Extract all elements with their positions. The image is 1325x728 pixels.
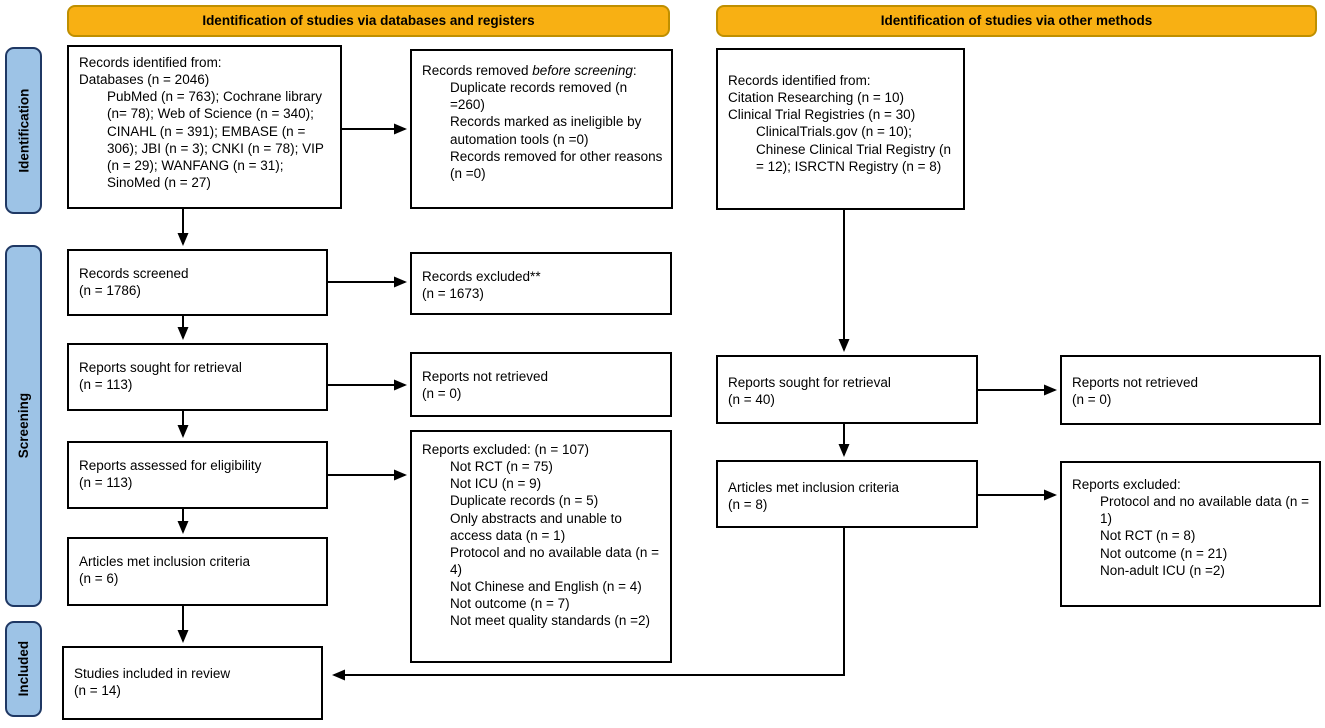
reports-not-retrieved-other-count: (n = 0) [1072,392,1112,408]
records-excluded-label: Records excluded** [422,269,541,284]
reports-not-retrieved-label: Reports not retrieved [422,369,549,384]
reports-excluded-item: Not Chinese and English (n = 4) [450,579,642,595]
records-removed-item: Records removed for other reasons (n =0) [450,148,663,181]
records-identified-other-detail: ClinicalTrials.gov (n = 10); Chinese Cli… [756,124,952,174]
records-removed-title-suffix: : [632,63,637,78]
studies-included-count: (n = 14) [74,683,121,699]
reports-not-retrieved-other-label: Reports not retrieved [1072,375,1199,390]
banner-other-methods: Identification of studies via other meth… [716,5,1317,37]
records-identified-other-line3: Clinical Trial Registries (n = 30) [728,107,916,123]
box-reports-not-retrieved-other: Reports not retrieved (n = 0) [1060,355,1321,425]
articles-met-inclusion-other-count: (n = 8) [728,497,768,513]
box-records-screened: Records screened (n = 1786) [67,249,328,316]
reports-sought-other-label: Reports sought for retrieval [728,375,891,390]
stage-identification: Identification [5,47,42,214]
records-identified-line2: Databases (n = 2046) [79,72,210,88]
records-removed-item: Duplicate records removed (n =260) [450,80,628,113]
reports-excluded-item: Not meet quality standards (n =2) [450,613,650,629]
reports-not-retrieved-count: (n = 0) [422,386,462,402]
box-reports-excluded: Reports excluded: (n = 107) Not RCT (n =… [410,430,672,663]
records-identified-detail: PubMed (n = 763); Cochrane library (n= 7… [107,89,324,190]
articles-met-inclusion-other-label: Articles met inclusion criteria [728,480,900,495]
records-screened-label: Records screened [79,266,189,281]
reports-excluded-item: Not outcome (n = 7) [450,596,570,612]
reports-excluded-other-item: Not RCT (n = 8) [1100,528,1196,544]
reports-excluded-title: Reports excluded: (n = 107) [422,442,589,457]
box-records-removed: Records removed before screening: Duplic… [410,49,673,209]
box-reports-not-retrieved: Reports not retrieved (n = 0) [410,352,672,417]
records-removed-item: Records marked as ineligible by automati… [450,114,642,147]
reports-excluded-item: Protocol and no available data (n = 4) [450,544,660,577]
reports-sought-label: Reports sought for retrieval [79,360,242,375]
reports-excluded-other-item: Not outcome (n = 21) [1100,545,1228,561]
records-screened-count: (n = 1786) [79,283,141,299]
reports-excluded-item: Not ICU (n = 9) [450,476,542,492]
box-reports-sought: Reports sought for retrieval (n = 113) [67,343,328,411]
reports-excluded-other-item: Non-adult ICU (n =2) [1100,562,1225,578]
records-identified-other-line2: Citation Researching (n = 10) [728,90,904,106]
box-articles-met-inclusion-other: Articles met inclusion criteria (n = 8) [716,460,978,528]
stage-included: Included [5,621,42,717]
reports-excluded-other-title: Reports excluded: [1072,477,1181,492]
box-records-excluded: Records excluded** (n = 1673) [410,252,672,315]
studies-included-label: Studies included in review [74,666,231,681]
banner-databases-registers: Identification of studies via databases … [67,5,670,37]
reports-assessed-label: Reports assessed for eligibility [79,458,262,473]
stage-screening-label: Screening [15,393,31,459]
reports-excluded-item: Only abstracts and unable to access data… [450,510,622,543]
banner-databases-registers-label: Identification of studies via databases … [202,13,535,29]
stage-identification-label: Identification [15,88,31,173]
box-reports-assessed: Reports assessed for eligibility (n = 11… [67,441,328,509]
reports-sought-other-count: (n = 40) [728,392,775,408]
records-removed-title-prefix: Records removed [422,63,533,78]
records-removed-title: Records removed before screening: [422,62,665,79]
records-identified-line1: Records identified from: [79,55,222,70]
box-studies-included: Studies included in review (n = 14) [62,646,323,720]
stage-included-label: Included [15,641,31,697]
reports-excluded-item: Not RCT (n = 75) [450,459,553,475]
banner-other-methods-label: Identification of studies via other meth… [880,13,1153,29]
articles-met-inclusion-label: Articles met inclusion criteria [79,554,251,569]
reports-excluded-item: Duplicate records (n = 5) [450,493,599,509]
records-removed-title-italic: before screening [532,63,633,78]
records-excluded-count: (n = 1673) [422,286,484,302]
arrow-other-inclusion-to-included-elbow [332,528,845,681]
box-records-identified-databases: Records identified from: Databases (n = … [67,45,342,209]
stage-screening: Screening [5,245,42,607]
box-records-identified-other: Records identified from: Citation Resear… [716,48,965,210]
reports-assessed-count: (n = 113) [79,475,133,491]
reports-excluded-other-item: Protocol and no available data (n = 1) [1100,494,1310,527]
reports-sought-count: (n = 113) [79,377,133,393]
box-reports-excluded-other: Reports excluded: Protocol and no availa… [1060,461,1321,607]
box-articles-met-inclusion: Articles met inclusion criteria (n = 6) [67,537,328,606]
records-identified-other-line1: Records identified from: [728,73,871,88]
box-reports-sought-other: Reports sought for retrieval (n = 40) [716,355,978,424]
articles-met-inclusion-count: (n = 6) [79,571,119,587]
